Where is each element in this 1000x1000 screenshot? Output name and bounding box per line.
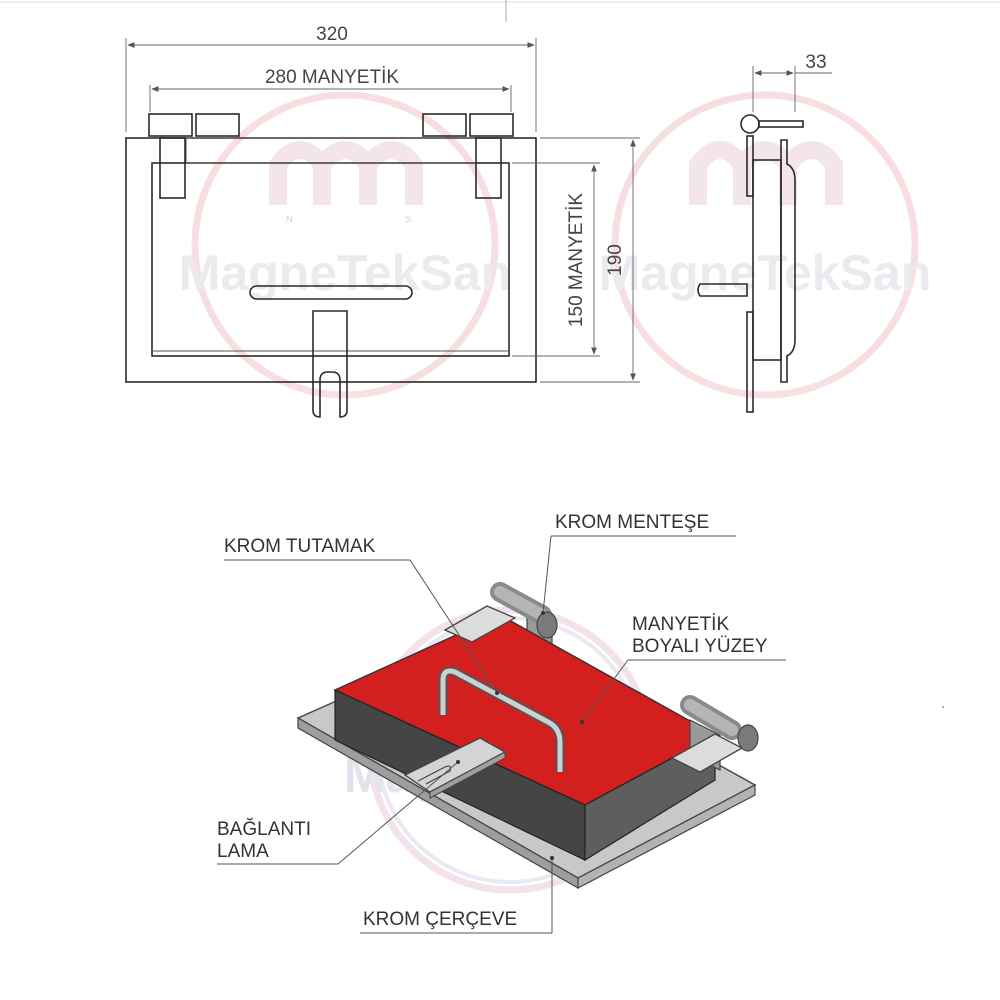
magnet-logo-icon: [269, 141, 423, 205]
side-handle: [697, 283, 748, 297]
callout-handle-label: KROM TUTAMAK: [224, 536, 376, 557]
callout-handle: KROM TUTAMAK: [224, 536, 499, 695]
dimension-overall-height-label: 190: [605, 244, 626, 276]
watermark-ring: [191, 91, 499, 399]
dimension-overall-height: 190: [540, 137, 640, 383]
callout-frame-label: KROM ÇERÇEVE: [363, 909, 517, 930]
watermark-brand: MagneTekSan: [599, 245, 932, 301]
handle-slot: [249, 285, 413, 300]
side-frame-lower: [746, 311, 754, 413]
dimension-magnet-height: 150 MANYETİK: [512, 162, 600, 357]
side-hinge-rod: [758, 120, 804, 128]
watermark-brand: MagneTekSan: [179, 245, 512, 301]
hinge-arm-left: [159, 137, 186, 199]
callout-surface: MANYETİK BOYALI YÜZEY: [580, 614, 786, 724]
callout-hinge-label: KROM MENTEŞE: [555, 512, 709, 533]
side-magnet-face: [780, 139, 796, 383]
hinge-arm-right: [475, 137, 502, 199]
isometric-view: [296, 582, 759, 890]
callout-frame: KROM ÇERÇEVE: [360, 856, 554, 934]
dimension-depth-label: 33: [805, 52, 826, 73]
side-view: [697, 114, 804, 413]
callout-surface-label-2: BOYALI YÜZEY: [632, 636, 768, 657]
connection-plate: [312, 310, 348, 418]
hinge-plate-rear: [443, 605, 517, 643]
side-hinge-pin: [740, 114, 760, 134]
watermark-pole-s: S: [405, 214, 411, 224]
watermark-pole-n: N: [286, 214, 293, 224]
dimension-depth: 33: [752, 52, 832, 112]
callout-hinge: KROM MENTEŞE: [541, 512, 736, 615]
magnet-logo-icon: [689, 141, 843, 205]
watermark-ring: [611, 91, 919, 399]
hinge-block-right-2: [469, 113, 514, 137]
hinge-block-right-1: [422, 113, 467, 137]
dimension-magnet-width: 280 MANYETİK: [149, 67, 512, 112]
watermark-left: MagneTekSan N S: [179, 91, 512, 399]
callout-surface-label-1: MANYETİK: [632, 614, 729, 635]
dimension-magnet-width-label: 280 MANYETİK: [265, 67, 399, 88]
watermark-right: MagneTekSan: [599, 91, 932, 399]
dimension-overall-width: 320: [125, 24, 537, 132]
dimension-magnet-height-label: 150 MANYETİK: [566, 193, 587, 327]
callout-plate-label-1: BAĞLANTI: [217, 818, 311, 840]
callout-plate: BAĞLANTI LAMA: [217, 760, 460, 865]
hinge-block-left-2: [195, 113, 240, 137]
dimension-overall-width-label: 320: [316, 24, 348, 45]
front-view: [125, 113, 537, 418]
hinge-block-left-1: [148, 113, 193, 137]
callout-plate-label-2: LAMA: [217, 841, 269, 862]
